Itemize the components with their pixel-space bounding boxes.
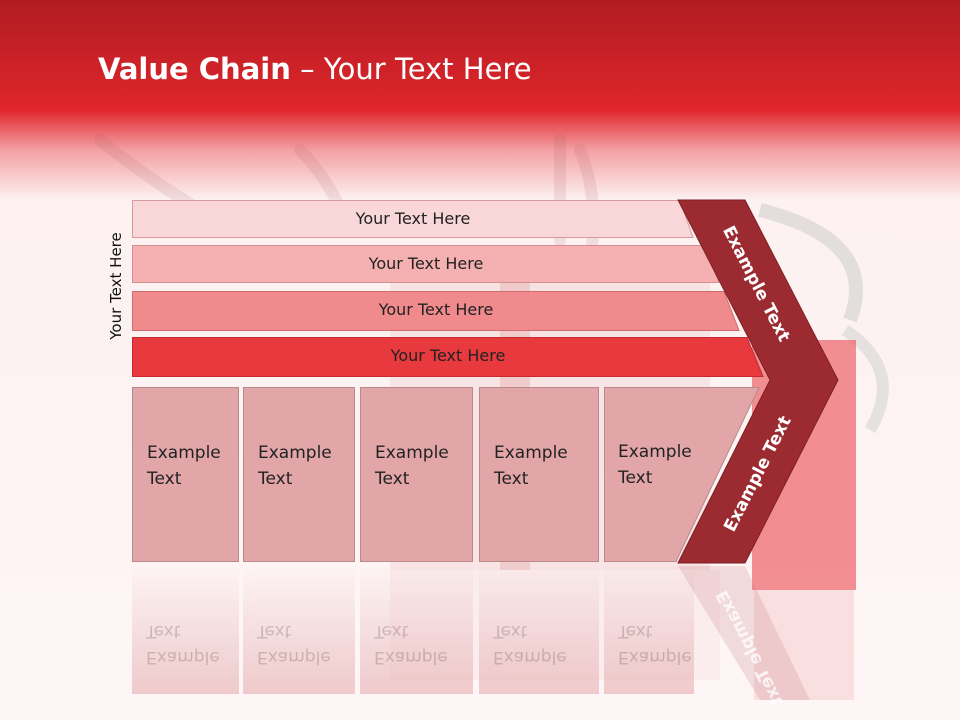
reflection-line-1: Example (493, 647, 567, 667)
reflection-line-2: Text (618, 621, 653, 641)
cell-line-1: Example (618, 442, 692, 462)
band-label: Your Text Here (355, 209, 471, 228)
cell-reflection: Example Text (360, 564, 473, 694)
band-shape (132, 291, 740, 331)
cell-shape (604, 387, 760, 562)
band-2: Your Text Here (132, 245, 720, 283)
reflection-line-2: Text (374, 621, 409, 641)
reflection-line-1: Example (146, 647, 220, 667)
cell-line-2: Text (258, 469, 293, 489)
cell-line-2: Text (147, 469, 182, 489)
reflection-line-2: Text (146, 621, 181, 641)
cell-line-2: Text (494, 469, 529, 489)
band-label: Your Text Here (390, 346, 506, 365)
cell-line-1: Example (494, 443, 568, 463)
cell-line-2: Text (375, 469, 410, 489)
cell-line-1: Example (147, 443, 221, 463)
cell-reflection: Example Text (604, 564, 694, 694)
title-bold: Value Chain (98, 52, 291, 86)
band-3: Your Text Here (132, 291, 740, 331)
band-shape (132, 245, 720, 283)
band-shape (132, 337, 764, 377)
cell-line-2: Text (618, 468, 653, 488)
cell-line-1: Example (375, 443, 449, 463)
reflection-line-2: Text (257, 621, 292, 641)
reflection-line-1: Example (618, 647, 692, 667)
band-1: Your Text Here (132, 200, 694, 238)
cell-reflection: Example Text (479, 564, 599, 694)
band-4: Your Text Here (132, 337, 764, 377)
title-rest: – Your Text Here (290, 52, 532, 86)
cell-reflection: Example Text (243, 564, 355, 694)
reflection-line-1: Example (374, 647, 448, 667)
cell-reflection: Example Text (132, 564, 239, 694)
reflection-line-1: Example (257, 647, 331, 667)
activity-cell-1: Example Text (132, 387, 239, 562)
band-shape (132, 200, 694, 238)
activity-cell-5: Example Text (604, 387, 760, 562)
slide-title: Value Chain – Your Text Here (98, 52, 532, 86)
activity-cell-2: Example Text (243, 387, 355, 562)
activity-cell-4: Example Text (479, 387, 599, 562)
band-label: Your Text Here (368, 254, 484, 273)
cell-line-1: Example (258, 443, 332, 463)
activity-cell-3: Example Text (360, 387, 473, 562)
reflection-line-2: Text (493, 621, 528, 641)
band-label: Your Text Here (378, 300, 494, 319)
